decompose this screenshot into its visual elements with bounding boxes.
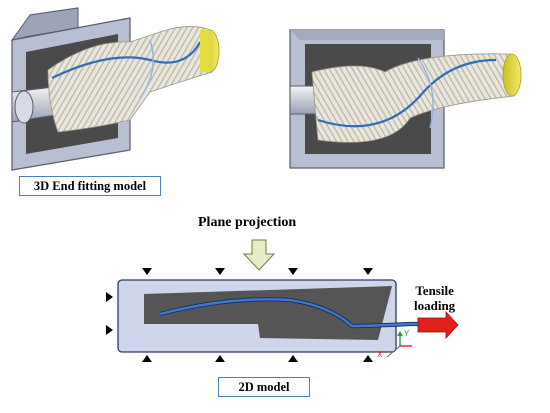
- panel-2d-cavity: [144, 286, 392, 340]
- tensile-arrow-icon: [417, 310, 459, 340]
- constraint-marker: [106, 325, 113, 335]
- helix-wire: [51, 41, 201, 79]
- projection-arrow-icon: [242, 239, 276, 271]
- constraint-marker: [288, 268, 298, 275]
- plane-projection-label: Plane projection: [198, 215, 297, 230]
- end-fitting-3d-left: [10, 7, 220, 171]
- constraint-marker: [106, 292, 113, 302]
- axis-y-arrowhead: [397, 331, 403, 336]
- housing-right-top: [290, 30, 444, 40]
- model-2d-label: 2D model: [218, 377, 310, 397]
- constraint-marker: [363, 268, 373, 275]
- constraint-marker: [142, 355, 152, 362]
- model-2d: [106, 268, 459, 362]
- armour-wire-bundle-right: [311, 53, 515, 143]
- tensile-label-line2: loading: [414, 298, 456, 313]
- helix-wire-secondary: [139, 39, 154, 99]
- constraint-marker: [142, 268, 152, 275]
- helix-wire-right: [317, 58, 497, 128]
- tensile-loading-label: Tensile loading: [414, 283, 455, 313]
- constraint-marker: [288, 355, 298, 362]
- wire-2d: [159, 298, 430, 328]
- tensile-label-line1: Tensile: [415, 283, 454, 298]
- armour-wire-bundle: [47, 26, 213, 133]
- bore-opening: [14, 90, 34, 124]
- pipe-end-body-left: [200, 30, 210, 72]
- constraint-marker: [215, 268, 225, 275]
- constraint-marker: [363, 355, 373, 362]
- constraint-marker: [215, 355, 225, 362]
- model-3d-label: 3D End fitting model: [19, 176, 161, 196]
- axis-x-label: X: [377, 350, 383, 359]
- pipe-end-right: [502, 53, 522, 97]
- axis-z-line: [386, 345, 401, 358]
- helix-wire-right-secondary: [417, 57, 434, 129]
- end-fitting-3d-right: [289, 29, 522, 169]
- axis-y-label: Y: [404, 329, 410, 338]
